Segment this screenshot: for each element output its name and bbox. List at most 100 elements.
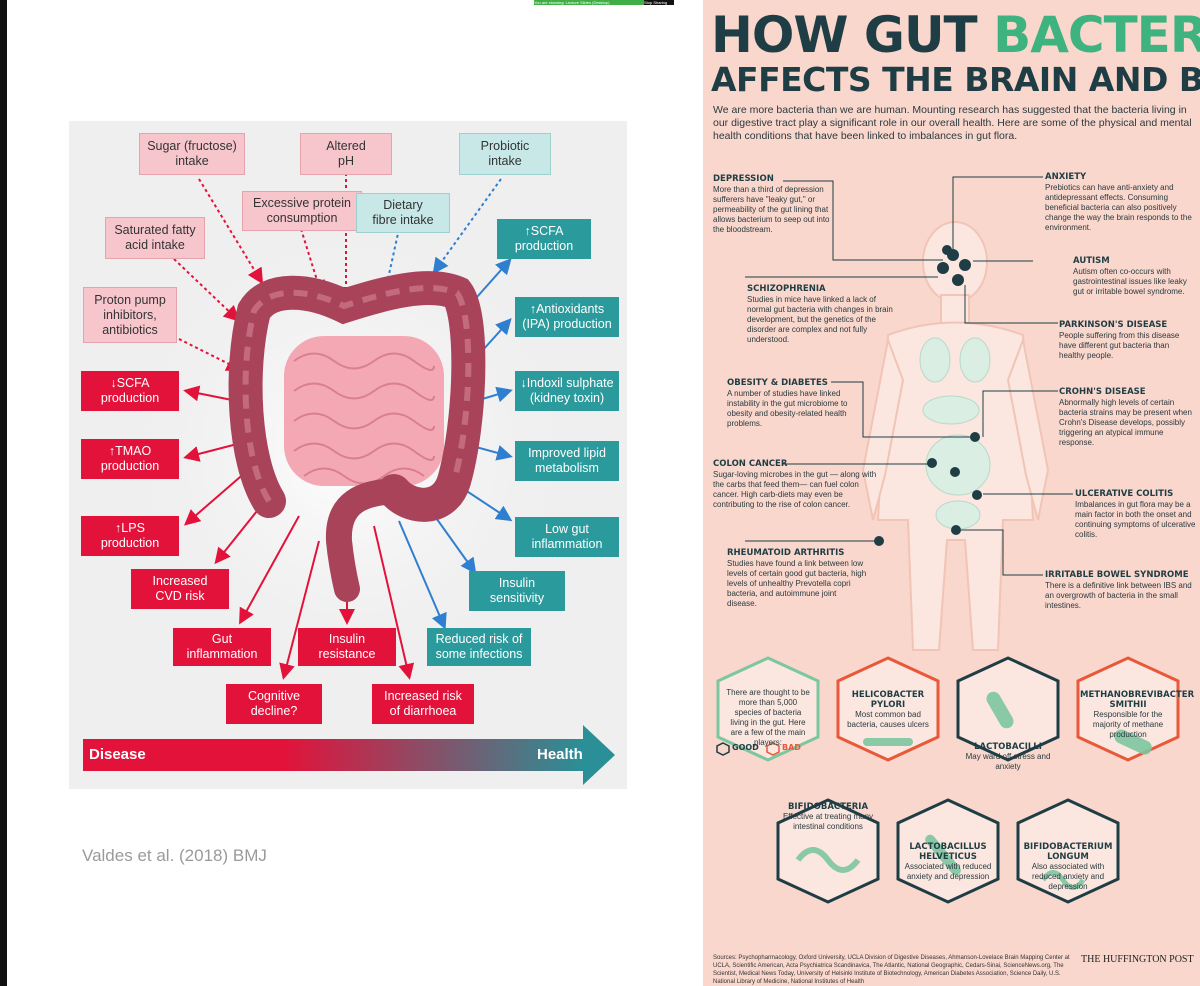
hex-intro: There are thought to be more than 5,000 … [726, 688, 810, 747]
publisher: THE HUFFINGTON POST [1081, 954, 1194, 965]
input-saturated-fat: Saturated fatty acid intake [105, 217, 205, 259]
input-dietary-fibre: Dietary fibre intake [356, 193, 450, 233]
scale-label-health: Health [537, 746, 583, 763]
infographic-subtitle: AFFECTS THE BRAIN AND BODY [711, 60, 1200, 99]
scale-arrowhead [583, 725, 615, 785]
legend-bad: BAD [782, 743, 801, 752]
health-low-inflammation: Low gut inflammation [515, 517, 619, 557]
stop-sharing-button[interactable]: Stop Sharing [644, 0, 674, 5]
share-bar-text: You are showing: Lecture Slides (Desktop… [534, 0, 610, 5]
bacteria-name: BIFIDOBACTERIUM LONGUM [1023, 842, 1113, 862]
health-scfa-up: ↑SCFA production [497, 219, 591, 259]
bacteria-name: LACTOBACILLUS HELVETICUS [909, 842, 987, 862]
title-part-2: BACTERIA [993, 6, 1200, 64]
condition-text: Studies have found a link between low le… [727, 559, 867, 608]
disease-cvd: Increased CVD risk [131, 569, 229, 609]
scale-label-disease: Disease [89, 746, 146, 763]
disease-gut-inflammation: Gut inflammation [173, 628, 271, 666]
citation: Valdes et al. (2018) BMJ [82, 846, 267, 865]
disease-scfa-down: ↓SCFA production [81, 371, 179, 411]
disease-insulin-resistance: Insulin resistance [298, 628, 396, 666]
health-antioxidants: ↑Antioxidants (IPA) production [515, 297, 619, 337]
arrow-infections [398, 520, 447, 630]
condition-text: Studies in mice have linked a lack of no… [747, 295, 893, 344]
condition-title: AUTISM [1073, 256, 1110, 266]
condition-title: CROHN'S DISEASE [1059, 387, 1146, 397]
bacteria-desc: May ward off stress and anxiety [965, 752, 1051, 771]
condition-text: Prebiotics can have anti-anxiety and ant… [1045, 183, 1192, 232]
health-infections: Reduced risk of some infections [427, 628, 531, 666]
connection-dots [874, 245, 982, 546]
colon-illustration [228, 271, 486, 602]
organs [919, 337, 991, 530]
disease-tmao: ↑TMAO production [81, 439, 179, 479]
disease-cognitive-decline: Cognitive decline? [226, 684, 322, 724]
health-lipid: Improved lipid metabolism [515, 441, 619, 481]
diagram-svg [83, 173, 615, 785]
legend-hexes [716, 742, 780, 756]
health-indoxil: ↓Indoxil sulphate (kidney toxin) [515, 371, 619, 411]
bacteria-name: BIFIDOBACTERIA [787, 802, 869, 812]
arrow-cognitive [279, 540, 320, 680]
condition-text: Imbalances in gut flora may be a main fa… [1075, 500, 1196, 539]
input-probiotic: Probiotic intake [459, 133, 551, 175]
condition-title: ANXIETY [1045, 172, 1087, 182]
infographic-intro: We are more bacteria than we are human. … [713, 104, 1192, 142]
gut-microbiome-diagram: Sugar (fructose) intake Altered pH Probi… [69, 121, 627, 789]
bacteria-desc: Responsible for the majority of methane … [1092, 710, 1164, 739]
sources: Sources: Psychopharmacology, Oxford Univ… [713, 955, 1070, 985]
disease-lps: ↑LPS production [81, 516, 179, 556]
screen-share-bar: You are showing: Lecture Slides (Desktop… [534, 0, 674, 5]
arrow-saturated-fat [173, 258, 240, 322]
condition-title: COLON CANCER [713, 459, 788, 469]
body-figure-svg [716, 176, 1180, 904]
disease-diarrhoea: Increased risk of diarrhoea [372, 684, 474, 724]
condition-text: More than a third of depression sufferer… [713, 185, 830, 234]
condition-title: PARKINSON'S DISEASE [1059, 320, 1168, 330]
health-insulin-sensitivity: Insulin sensitivity [469, 571, 565, 611]
arrow-diarrhoea [373, 525, 415, 680]
legend-good: GOOD [732, 743, 759, 752]
bacteria-name: LACTOBACILLI [974, 742, 1042, 752]
input-altered-ph: Altered pH [300, 133, 392, 175]
bacteria-shapes [795, 691, 1152, 890]
arrow-gut-inflammation [239, 515, 300, 625]
bacteria-desc: Associated with reduced anxiety and depr… [904, 862, 992, 881]
arrow-probiotic [432, 178, 502, 275]
infographic-title: HOW GUT BACTERIA [711, 6, 1200, 64]
condition-text: There is a definitive link between IBS a… [1045, 581, 1192, 610]
arrow-tmao [183, 442, 242, 462]
condition-title: SCHIZOPHRENIA [747, 284, 826, 294]
condition-text: People suffering from this disease have … [1059, 331, 1180, 360]
bacteria-name: METHANOBREVIBACTER SMITHII [1080, 690, 1195, 710]
input-excessive-protein: Excessive protein consumption [242, 191, 362, 231]
condition-title: IRRITABLE BOWEL SYNDROME [1045, 570, 1189, 580]
condition-title: ULCERATIVE COLITIS [1075, 489, 1174, 499]
arrow-ppi [178, 338, 243, 371]
condition-text: Sugar-loving microbes in the gut — along… [713, 470, 877, 509]
gut-bacteria-infographic: HOW GUT BACTERIA AFFECTS THE BRAIN AND B… [703, 0, 1200, 986]
bacteria-desc: Most common bad bacteria, causes ulcers [847, 710, 929, 729]
condition-title: OBESITY & DIABETES [727, 378, 828, 388]
connection-lines [745, 176, 1073, 576]
condition-title: DEPRESSION [713, 174, 774, 184]
disease-health-scale [83, 739, 583, 771]
bacteria-name: HELICOBACTER PYLORI [851, 690, 925, 710]
arrow-sugar [198, 178, 264, 285]
input-sugar: Sugar (fructose) intake [139, 133, 245, 175]
